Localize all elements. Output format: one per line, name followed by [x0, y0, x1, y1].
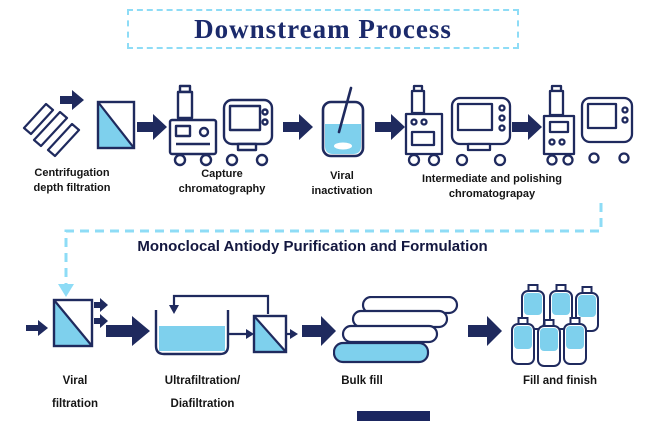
flow-arrow: [375, 114, 405, 140]
flow-arrow: [468, 316, 502, 346]
chromatography-machine-icon: [168, 84, 274, 167]
ultrafiltration-tank-icon: [154, 294, 298, 356]
bottom-bar: [357, 411, 430, 421]
step-label-line: Ultrafiltration/: [164, 375, 241, 387]
step-label-line: Bulk fill: [341, 375, 383, 387]
step-label-bulk-fill: Bulk fill: [310, 370, 414, 393]
step-label-line: Viral: [62, 375, 88, 387]
step-label-line: chromatography: [178, 183, 266, 195]
flow-arrow: [106, 316, 150, 346]
dual-chromatography-machines-icon: [404, 84, 512, 167]
step-label-line: Diafiltration: [170, 398, 235, 410]
step-label-line: filtration: [52, 398, 98, 410]
flow-arrow: [137, 114, 167, 140]
flow-arrow: [512, 114, 542, 140]
step-label-line: depth filtration: [33, 182, 111, 194]
step-label-centrifugation: Centrifugation depth filtration: [8, 166, 136, 196]
section2-title: Monoclocal Antiody Purification and Form…: [137, 238, 488, 255]
title-box: Downstream Process: [127, 9, 519, 49]
step-label-line: Capture: [201, 168, 243, 180]
centrifuge-depth-filter-icon: [22, 90, 136, 158]
vials-cluster-icon: [511, 284, 599, 367]
step-label-intermediate-polishing: Intermediate and polishing chromatograpa…: [400, 172, 584, 202]
page-title: Downstream Process: [194, 13, 452, 44]
step-label-capture: Capture chromatography: [160, 167, 284, 197]
viral-filtration-filter-icon: [26, 298, 108, 348]
step-label-line: inactivation: [311, 185, 373, 197]
step-label-ultrafiltration: Ultrafiltration/ Diafiltration: [145, 370, 260, 416]
bulk-fill-bags-icon: [333, 296, 459, 364]
step-label-line: Centrifugation: [34, 167, 110, 179]
step-label-line: Fill and finish: [522, 375, 598, 387]
step-label-viral-filtration: Viral filtration: [35, 370, 115, 416]
step-label-line: Intermediate and polishing: [422, 173, 562, 185]
step-label-viral-inactivation: Viral inactivation: [300, 169, 384, 199]
flow-arrow: [283, 114, 313, 140]
step-label-line: chromatograpay: [448, 188, 536, 200]
flow-arrow: [302, 316, 336, 346]
step-label-line: Viral: [330, 170, 354, 182]
polishing-machine-icon: [542, 84, 634, 166]
step-label-fill-and-finish: Fill and finish: [505, 370, 615, 393]
inactivation-vessel-icon: [321, 86, 365, 158]
